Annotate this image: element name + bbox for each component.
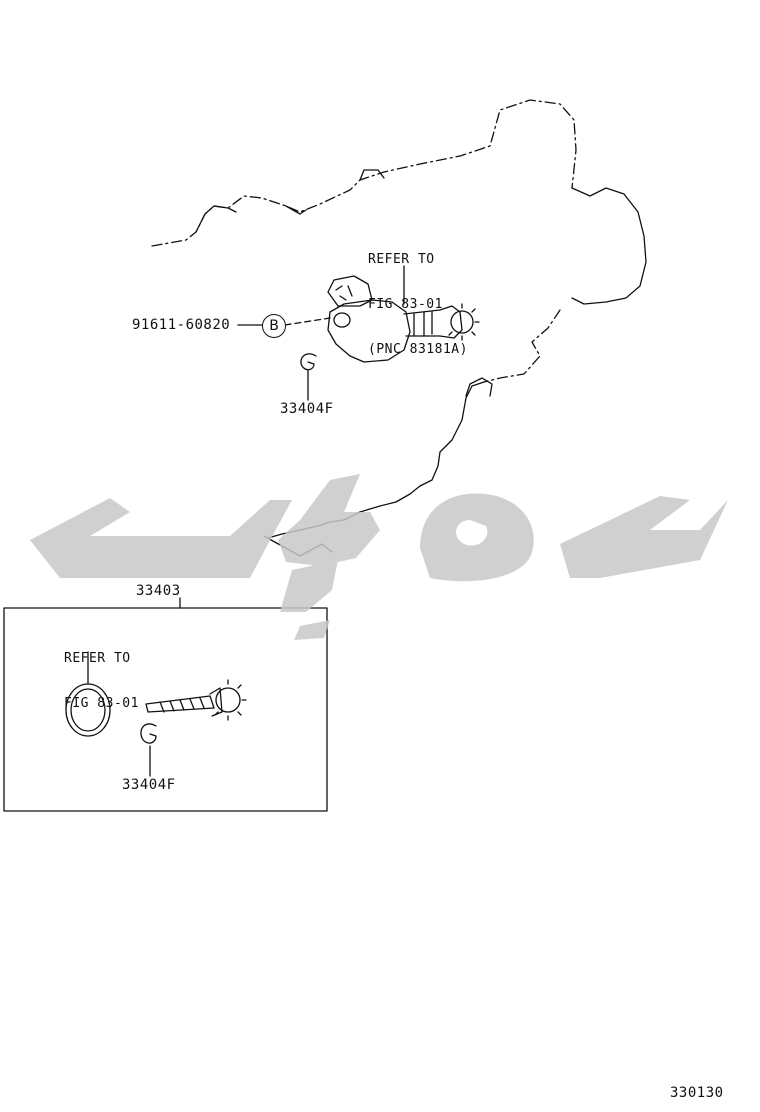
refer-main-line-2: FIG 83-01 [368,297,443,312]
part-number-kit: 33403 [136,583,181,599]
transmission-housing-right [571,187,647,305]
part-number-clip-bottom: 33404F [122,777,176,793]
refer-note-kit: REFER TO FIG 83-01 [64,621,139,741]
sensor-connector-pins [335,285,353,301]
clip-bottom [140,723,157,744]
refer-main-line-1: REFER TO [368,252,435,267]
transmission-housing-dashed-top [151,99,577,247]
sensor-shaft [403,305,463,339]
transmission-housing-top-solid [195,205,307,233]
driven-gear-collar [209,687,223,717]
driven-gear-shaft [145,695,215,713]
sensor-shaft-ribs [413,311,433,337]
sensor-gear [450,310,474,334]
driven-gear-spiral [159,697,205,713]
sensor-flange [333,312,351,328]
refer-kit-line-2: FIG 83-01 [64,696,139,711]
part-number-clip-top: 33404F [280,401,334,417]
transmission-rear-bump [465,377,493,397]
transmission-housing-dashed-lower [483,309,561,383]
transmission-bump [359,169,385,181]
arabic-logo-watermark [30,474,728,640]
kit-box [3,607,328,812]
sensor-body [327,299,411,363]
refer-main-line-3: (PNC 83181A) [368,342,468,357]
part-number-bolt: 91611-60820 [132,317,231,333]
leader-bolt-dashed [284,317,331,326]
driven-gear-teeth [214,679,247,721]
driven-gear [215,687,241,713]
refer-note-main: REFER TO FIG 83-01 (PNC 83181A) [368,222,468,387]
sensor-gear-teeth [448,303,480,341]
callout-b: B [262,314,286,338]
o-ring-inner [70,688,106,732]
figure-number: 330130 [670,1085,724,1101]
refer-kit-line-1: REFER TO [64,651,131,666]
clip-top [300,353,317,371]
